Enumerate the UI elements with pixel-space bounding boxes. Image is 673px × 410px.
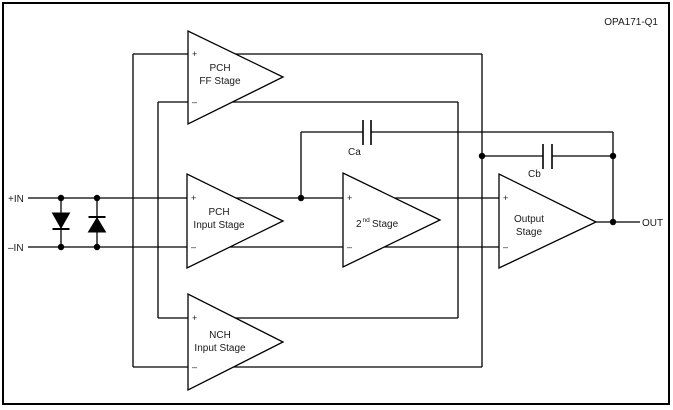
capacitor-cb-label: Cb — [528, 169, 541, 180]
output-stage-plus-port: + — [503, 193, 508, 203]
second-stage-plus-port: + — [347, 193, 352, 203]
pch-ff-minus-port: – — [192, 97, 197, 107]
junction-dot — [93, 194, 101, 202]
pch-ff-stage-label-line1: PCH — [209, 63, 230, 74]
capacitor-cb — [542, 144, 553, 169]
esd-diode-down — [51, 212, 71, 230]
junction-dot — [297, 194, 305, 202]
nch-input-minus-port: – — [192, 362, 197, 372]
pch-input-plus-port: + — [191, 193, 196, 203]
junction-dots — [57, 152, 617, 251]
pch-ff-stage-label-line2: FF Stage — [199, 76, 241, 87]
output-stage-symbol — [498, 172, 598, 270]
nch-input-stage-symbol — [187, 292, 285, 392]
second-stage-label-ordinal: nd — [363, 217, 371, 224]
junction-dot — [57, 243, 65, 251]
esd-diode-up — [87, 216, 107, 233]
junction-dot — [478, 152, 486, 160]
second-stage-symbol — [342, 171, 442, 269]
pch-ff-stage-symbol — [187, 29, 285, 126]
capacitor-ca-label: Ca — [348, 147, 361, 158]
output-stage-label-line1: Output — [514, 214, 544, 225]
output-stage-label-line2: Stage — [516, 227, 543, 238]
second-stage-label-word: Stage — [372, 219, 399, 230]
second-stage-minus-port: – — [347, 242, 352, 252]
nch-input-stage-label-line1: NCH — [209, 330, 231, 341]
junction-dot — [609, 152, 617, 160]
junction-dot — [609, 218, 617, 226]
pch-input-minus-port: – — [191, 242, 196, 252]
pch-input-stage-label-line1: PCH — [208, 207, 229, 218]
nch-input-stage-label-line2: Input Stage — [194, 343, 246, 354]
diode-anode-triangle — [87, 217, 107, 233]
output-label: OUT — [642, 218, 663, 229]
part-number-label: OPA171-Q1 — [604, 17, 658, 28]
output-stage-minus-port: – — [503, 242, 508, 252]
in-positive-label: +IN — [8, 194, 24, 205]
in-negative-label: –IN — [8, 243, 24, 254]
pch-input-stage-symbol — [186, 172, 285, 270]
junction-dot — [93, 243, 101, 251]
pch-input-stage-label-line2: Input Stage — [193, 220, 245, 231]
pch-ff-plus-port: + — [192, 49, 197, 59]
capacitor-ca — [362, 120, 372, 145]
diagram-border — [2, 2, 670, 405]
diode-anode-triangle — [51, 212, 71, 230]
nch-input-plus-port: + — [192, 313, 197, 323]
junction-dot — [57, 194, 65, 202]
second-stage-label-digit: 2 — [356, 219, 362, 230]
